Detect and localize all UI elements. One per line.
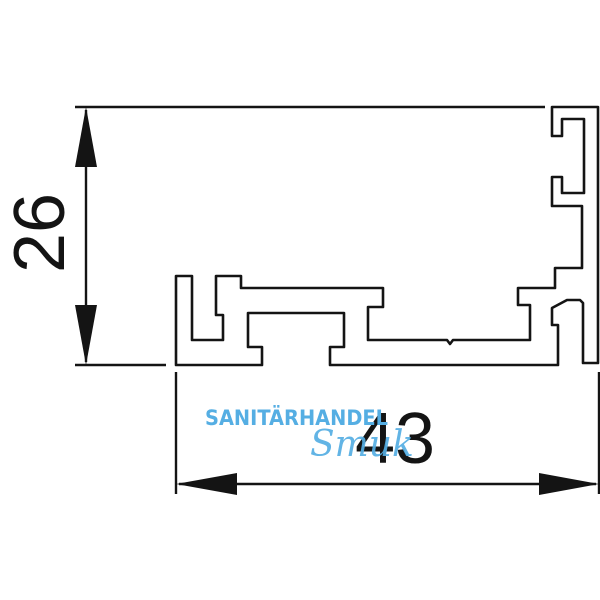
- arrow-right-icon: [539, 473, 599, 495]
- arrow-down-icon: [75, 305, 97, 365]
- width-label: 43: [355, 399, 435, 479]
- watermark-brand: SANITÄRHANDEL: [205, 405, 388, 430]
- arrow-up-icon: [75, 107, 97, 167]
- arrow-left-icon: [176, 473, 237, 495]
- height-dimension: 26: [0, 105, 545, 367]
- watermark: SANITÄRHANDEL Smuk: [205, 405, 414, 465]
- width-dimension: 43: [174, 372, 600, 495]
- height-label: 26: [0, 193, 80, 273]
- watermark-script: Smuk: [310, 424, 414, 465]
- profile-outline: [174, 105, 600, 367]
